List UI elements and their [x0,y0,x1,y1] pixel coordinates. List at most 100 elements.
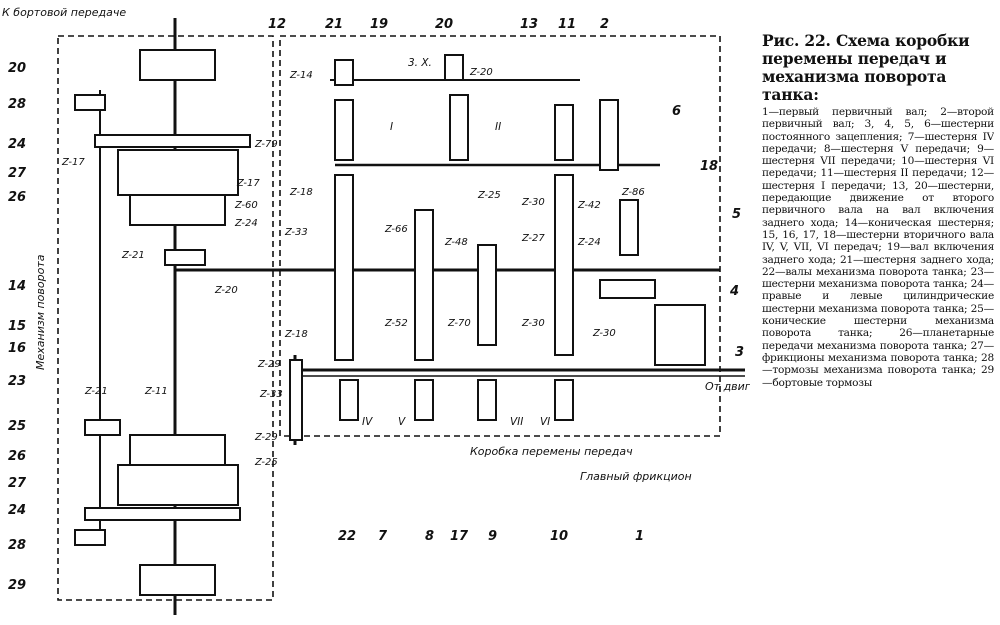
gearbox-housing [279,35,721,437]
z-33b: Z-33 [259,389,283,400]
gear-18 [554,174,574,356]
roman-V: V [398,416,406,428]
z-20a: Z-20 [469,67,493,78]
num-26b: 26 [8,449,26,464]
z-30c: Z-30 [592,328,616,339]
gear-11-second [554,104,574,161]
gear-26-planetary-top [129,194,226,226]
z-21b: Z-21 [84,386,108,397]
turn-mechanism-housing [57,35,274,601]
num-8: 8 [425,529,434,544]
gear-25-bevel [84,419,121,436]
num-23: 23 [8,374,26,389]
z-24b: Z-24 [577,237,601,248]
num-20: 20 [8,61,26,76]
num-28: 28 [8,97,26,112]
num-17: 17 [450,529,469,544]
roman-VI: VI [540,416,550,428]
z-86: Z-86 [621,187,645,198]
gear-13 [449,94,469,161]
gear-20-wheel [139,49,216,81]
num-26: 26 [8,190,26,205]
roman-IV: IV [362,416,373,428]
num-12: 12 [268,17,286,32]
num-21: 21 [325,17,343,32]
num-25: 25 [8,419,26,434]
z-70: Z-70 [447,318,471,329]
z-60: Z-60 [234,200,258,211]
gear-28-brake-bottom [74,529,106,546]
z-29b: Z-29 [254,432,278,443]
num-11: 11 [558,17,576,32]
z-11: Z-11 [144,386,168,397]
z-18a: Z-18 [289,187,313,198]
num-20t: 20 [435,17,453,32]
gear-12-lower [334,174,354,361]
num-28b: 28 [8,538,26,553]
caption-body: 1—первый первичный вал; 2—второй первичн… [762,106,994,389]
gear-6 [599,99,619,171]
num-14: 14 [8,279,26,294]
num-4: 4 [729,284,739,299]
gear-10-vi [554,379,574,421]
num-9: 9 [488,529,497,544]
gear-7-iv [339,379,359,421]
gearbox-label: Коробка перемены передач [470,445,633,458]
engine-label: От двигателя [705,380,750,393]
z-30a: Z-30 [521,197,545,208]
z-66: Z-66 [384,224,408,235]
roman-VII: VII [510,416,523,428]
num-27: 27 [8,166,27,181]
num-19: 19 [370,17,388,32]
num-29: 29 [8,578,26,593]
gear-29-wheel [139,564,216,596]
clutch-label: Главный фрикцион [580,470,692,483]
z-17b: Z-17 [236,178,260,189]
gearbox-diagram: К бортовой передаче Механизм поворота Ко… [2,6,750,615]
side-label: Механизм поворота [34,254,47,370]
num-13: 13 [520,17,538,32]
gear-21-reverse [334,59,354,86]
z-27: Z-27 [521,233,545,244]
z-30b: Z-30 [521,318,545,329]
z-17a: Z-17 [61,157,85,168]
gear-20-reverse [444,54,464,81]
gear-4 [599,279,656,299]
roman-II: II [495,121,501,133]
z-42: Z-42 [577,200,601,211]
gear-12-first [334,99,354,161]
top-label: К бортовой передаче [2,6,126,19]
gear-14-bevel [164,249,206,266]
z-25b: Z-25 [477,190,501,201]
z-33a: Z-33 [284,227,308,238]
gear-27-friction-top [117,149,239,196]
gear-9-vii [477,379,497,421]
z-48: Z-48 [444,237,468,248]
gear-24-bottom [84,507,241,521]
gear-5 [619,199,639,256]
z-21a: Z-21 [121,250,145,261]
num-6: 6 [672,104,681,119]
num-16: 16 [8,341,26,356]
z-25a: Z-25 [254,457,278,468]
gear-23 [289,359,303,441]
num-1: 1 [635,529,644,544]
z-18b: Z-18 [284,329,308,340]
roman-I: I [390,121,393,133]
z-52: Z-52 [384,318,408,329]
num-2: 2 [600,17,609,32]
num-3: 3 [735,345,744,360]
z-20b: Z-20 [214,285,238,296]
gear-24-top [94,134,251,148]
gear-8-v [414,379,434,421]
num-24b: 24 [8,503,26,518]
num-22: 22 [338,529,356,544]
num-24: 24 [8,137,26,152]
caption-title: Рис. 22. Схема коробки перемены передач … [762,32,970,104]
gear-17 [477,244,497,346]
num-27b: 27 [8,476,27,491]
num-7: 7 [378,529,388,544]
z-29a: Z-29 [257,359,281,370]
num-5: 5 [732,207,741,222]
z-24a: Z-24 [234,218,258,229]
